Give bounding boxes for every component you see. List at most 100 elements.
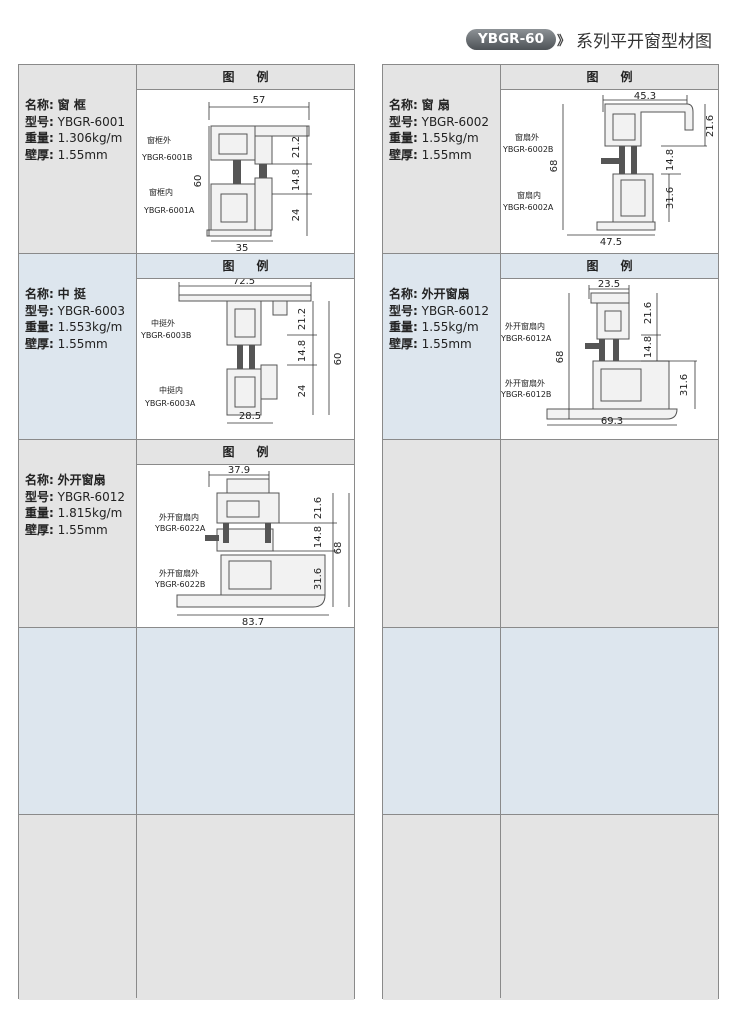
outer-chamber <box>604 310 622 332</box>
inner-chamber <box>234 376 256 408</box>
profile-weight: 1.306kg/m <box>57 131 123 145</box>
inner-chamber <box>228 560 272 590</box>
name-label: 名称: <box>25 98 54 112</box>
profile-name: 中 挺 <box>57 287 86 301</box>
profile-row-casement-sash: 图例 名称: 外开窗扇 型号: YBGR-6012 重量: 1.815kg/m … <box>19 440 354 628</box>
profile-thickness: 1.55mm <box>57 147 108 162</box>
gasket <box>601 158 619 164</box>
thickness-label: 壁厚: <box>389 336 418 351</box>
part-b-label: 中挺内 <box>159 385 183 395</box>
profile-info: 名称: 窗 框 型号: YBGR-6001 重量: 1.306kg/m 壁厚: … <box>25 97 125 163</box>
profile-info: 名称: 外开窗扇 型号: YBGR-6012 重量: 1.55kg/m 壁厚: … <box>389 286 489 352</box>
bottom-width-label: 35 <box>236 243 249 253</box>
thermal-strip <box>223 523 229 543</box>
weight-label: 重量: <box>25 506 54 520</box>
part-b-code: YBGR-6003A <box>144 399 196 408</box>
profile-name: 外开窗扇 <box>421 287 470 301</box>
left-profile-table: 图例 名称: 窗 框 型号: YBGR-6001 重量: 1.306kg/m 壁… <box>18 64 355 1000</box>
thermal-strip-2 <box>259 164 267 178</box>
empty-row <box>383 628 718 815</box>
page-title: 系列平开窗型材图 <box>576 32 712 52</box>
dim-1-label: 21.2 <box>297 308 308 330</box>
profile-row-sash: 图例 名称: 窗 扇 型号: YBGR-6002 重量: 1.55kg/m 壁厚… <box>383 65 718 254</box>
profile-model: YBGR-6001 <box>57 114 126 129</box>
dim-1-label: 21.6 <box>643 302 654 324</box>
bottom-width-label: 69.3 <box>601 416 623 427</box>
profile-weight: 1.553kg/m <box>57 320 123 334</box>
part-a-code: YBGR-6012A <box>501 334 552 343</box>
profile-info: 名称: 外开窗扇 型号: YBGR-6012 重量: 1.815kg/m 壁厚:… <box>25 472 125 538</box>
profile-row-window-frame: 图例 名称: 窗 框 型号: YBGR-6001 重量: 1.306kg/m 壁… <box>19 65 354 254</box>
dim-2-label: 14.8 <box>643 336 654 358</box>
part-a-label: 窗框外 <box>147 135 171 145</box>
gasket <box>585 343 599 349</box>
empty-row <box>383 440 718 628</box>
gasket <box>205 535 219 541</box>
profile-row-casement-sash: 图例 名称: 外开窗扇 型号: YBGR-6012 重量: 1.55kg/m 壁… <box>383 254 718 440</box>
part-b-code: YBGR-6022B <box>154 580 205 589</box>
part-a-code: YBGR-6001B <box>141 153 192 162</box>
top-section <box>590 292 630 304</box>
profile-diagram-window-frame: 57 窗框外 YBGR-6001B 窗框内 YBGR-6001A 60 21.2… <box>141 95 312 253</box>
dim-2-label: 14.8 <box>297 340 308 362</box>
top-width-label: 23.5 <box>598 279 620 290</box>
height-label: 60 <box>333 353 344 366</box>
profile-thickness: 1.55mm <box>421 336 472 351</box>
model-label: 型号: <box>389 114 418 129</box>
profile-diagram-sash: 45.3 窗扇外 YBGR-6002B 窗扇内 YBGR-6002A 68 21… <box>502 91 716 248</box>
profile-info: 名称: 窗 扇 型号: YBGR-6002 重量: 1.55kg/m 壁厚: 1… <box>389 97 489 163</box>
height-label: 60 <box>193 175 204 188</box>
part-b-label: 窗扇内 <box>517 190 541 200</box>
bottom-width-label: 47.5 <box>600 237 622 248</box>
name-label: 名称: <box>25 287 54 301</box>
part-b-code: YBGR-6002A <box>502 203 554 212</box>
part-a-code: YBGR-6003B <box>140 331 191 340</box>
series-badge: YBGR-60 <box>466 29 556 50</box>
part-b-label: 窗框内 <box>149 187 173 197</box>
thermal-strip <box>599 339 605 361</box>
part-a-label: 中挺外 <box>151 318 175 328</box>
figure-header: 图例 <box>137 65 354 90</box>
inner-leg <box>260 364 278 400</box>
outer-chamber <box>218 133 248 155</box>
outer-chamber <box>612 113 636 141</box>
inner-chamber <box>620 179 646 217</box>
model-label: 型号: <box>389 303 418 318</box>
profile-model: YBGR-6012 <box>421 303 490 318</box>
thermal-strip <box>237 345 243 369</box>
thermal-strip-2 <box>631 146 637 174</box>
profile-name: 窗 框 <box>57 98 86 112</box>
outer-chamber <box>226 500 260 518</box>
profile-diagram-casement-sash-2: 23.5 外开窗扇内 YBGR-6012A 外开窗扇外 YBGR-6012B 6… <box>501 279 697 427</box>
profile-model: YBGR-6002 <box>421 114 490 129</box>
thermal-strip <box>619 146 625 174</box>
profile-weight: 1.55kg/m <box>421 320 479 334</box>
bottom-flange <box>206 229 272 237</box>
profile-row-mullion: 图例 名称: 中 挺 型号: YBGR-6003 重量: 1.553kg/m 壁… <box>19 254 354 440</box>
page-header: YBGR-60 》 系列平开窗型材图 <box>0 24 737 54</box>
profile-diagram-casement-sash: 37.9 外开窗扇内 YBGR-6022A 外开窗扇外 YBGR-6022B 6… <box>154 465 350 627</box>
part-b-code: YBGR-6001A <box>143 206 195 215</box>
profile-diagram-mullion: 72.5 中挺外 YBGR-6003B 中挺内 YBGR-6003A 60 21… <box>140 279 344 424</box>
part-b-label: 外开窗扇外 <box>159 568 199 578</box>
dim-1-label: 21.6 <box>313 497 324 519</box>
empty-row <box>19 815 354 1000</box>
top-width-label: 57 <box>253 95 266 106</box>
part-a-label: 外开窗扇内 <box>159 512 199 522</box>
part-a-code: YBGR-6022A <box>154 524 206 533</box>
weight-label: 重量: <box>25 320 54 334</box>
bottom-width-label: 28.5 <box>239 411 261 422</box>
profile-name: 外开窗扇 <box>57 473 106 487</box>
dim-2-label: 14.8 <box>313 526 324 548</box>
dim-3-label: 31.6 <box>313 568 324 590</box>
chevron-icon: 》 <box>557 34 570 49</box>
thermal-strip-2 <box>265 523 271 543</box>
dim-3-label: 31.6 <box>679 374 690 396</box>
top-width-label: 72.5 <box>233 279 255 287</box>
profile-model: YBGR-6003 <box>57 303 126 318</box>
weight-label: 重量: <box>25 131 54 145</box>
top-flange <box>254 125 310 137</box>
profile-weight: 1.815kg/m <box>57 506 123 520</box>
thickness-label: 壁厚: <box>389 147 418 162</box>
dim-2-label: 14.8 <box>291 169 302 191</box>
